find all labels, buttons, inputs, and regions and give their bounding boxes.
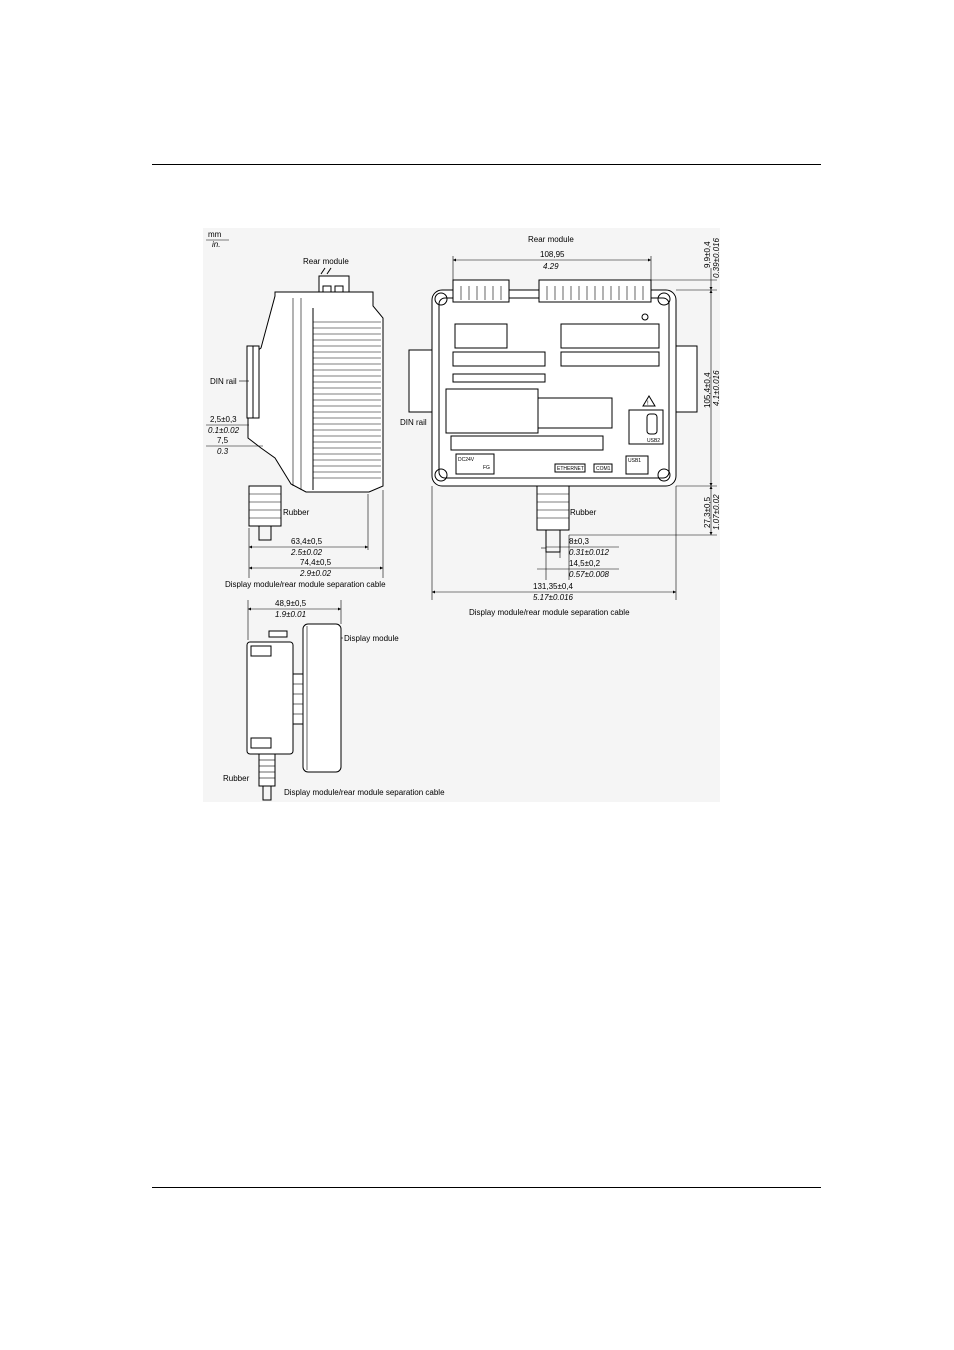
usb2-label: USB2 <box>647 438 660 444</box>
ethernet-label: ETHERNET <box>557 466 584 472</box>
rear-top-offset-mm: 9,9±0,4 <box>703 241 712 268</box>
side-din-rail-label: DIN rail <box>210 377 237 386</box>
display-rubber <box>258 753 276 801</box>
rear-width-in: 5.17±0.016 <box>533 593 574 602</box>
header-rule <box>152 164 821 165</box>
rear-top-width-in: 4.29 <box>543 262 559 271</box>
side-depth-mm: 63,4±0,5 <box>291 537 323 546</box>
side-rear-module-label: Rear module <box>303 257 349 266</box>
rear-vent-left <box>452 323 546 383</box>
footer-rule <box>152 1187 821 1188</box>
side-rail-gap-mm: 2,5±0,3 <box>210 415 237 424</box>
svg-text:!: ! <box>647 401 649 407</box>
rear-cable-dia-mm: 8±0,3 <box>569 537 590 546</box>
usb2-port: USB2 <box>628 409 664 445</box>
dimension-drawing: mm in. Rear module <box>203 228 720 802</box>
rear-cable-dia-in: 0.31±0.012 <box>569 548 610 557</box>
display-rubber-label: Rubber <box>223 774 250 783</box>
rear-top-width-mm: 108,95 <box>540 250 565 259</box>
rear-top-connectors <box>452 279 652 303</box>
display-cable-label: Display module/rear module separation ca… <box>284 788 445 797</box>
unit-in-label: in. <box>212 240 220 249</box>
side-rubber <box>248 485 282 541</box>
unit-mm-label: mm <box>208 230 222 239</box>
side-fins <box>292 298 381 490</box>
side-total-depth-in: 2.9±0.02 <box>299 569 332 578</box>
side-rail-depth-mm: 7,5 <box>217 436 229 445</box>
display-view: 48,9±0,5 1.9±0.01 Display module Rubber … <box>223 599 445 801</box>
rear-view: Rear module 108,95 4.29 DIN rail <box>400 235 720 617</box>
rear-cable-w-mm: 14,5±0,2 <box>569 559 601 568</box>
rear-height-in: 4.1±0.016 <box>712 370 720 406</box>
dc24v-label: DC24V <box>458 457 475 463</box>
units-legend: mm in. <box>206 230 229 249</box>
ground-icon <box>641 313 649 321</box>
side-total-depth-mm: 74,4±0,5 <box>300 558 332 567</box>
side-view: Rear module <box>206 257 386 589</box>
rear-cable-label: Display module/rear module separation ca… <box>469 608 630 617</box>
rear-din-rail-label: DIN rail <box>400 418 427 427</box>
side-depth-in: 2.5±0.02 <box>290 548 323 557</box>
rear-vent-bottom <box>450 435 604 451</box>
display-depth-mm: 48,9±0,5 <box>275 599 307 608</box>
warning-icon <box>642 395 656 407</box>
rear-rubber-label: Rubber <box>570 508 597 517</box>
rear-width-mm: 131,35±0,4 <box>533 582 574 591</box>
usb1-label: USB1 <box>628 458 641 464</box>
side-rubber-label: Rubber <box>283 508 310 517</box>
display-module-body <box>302 623 342 773</box>
rear-module-label: Rear module <box>528 235 574 244</box>
side-din-rail <box>246 345 260 419</box>
rear-top-offset-in: 0.39±0.016 <box>712 237 720 278</box>
rear-rubber <box>536 485 570 553</box>
side-rail-gap-in: 0.1±0.02 <box>208 426 240 435</box>
display-rear-block <box>246 641 294 755</box>
rear-bottom-ext-in: 1.07±0.02 <box>712 494 720 530</box>
display-depth-in: 1.9±0.01 <box>275 610 306 619</box>
rear-cable-w-in: 0.57±0.008 <box>569 570 610 579</box>
side-rail-depth-in: 0.3 <box>217 447 229 456</box>
com1-label: COM1 <box>596 466 611 472</box>
fg-label: FG <box>483 465 490 471</box>
rear-vent-right <box>560 323 660 367</box>
display-module-label: Display module <box>344 634 399 643</box>
rear-bottom-ext-mm: 27,3±0,5 <box>703 496 712 528</box>
rear-height-mm: 105,4±0,4 <box>703 372 712 408</box>
rear-port-labels: DC24V FG ETHERNET COM1 USB1 <box>455 453 649 475</box>
side-cable-label: Display module/rear module separation ca… <box>225 580 386 589</box>
